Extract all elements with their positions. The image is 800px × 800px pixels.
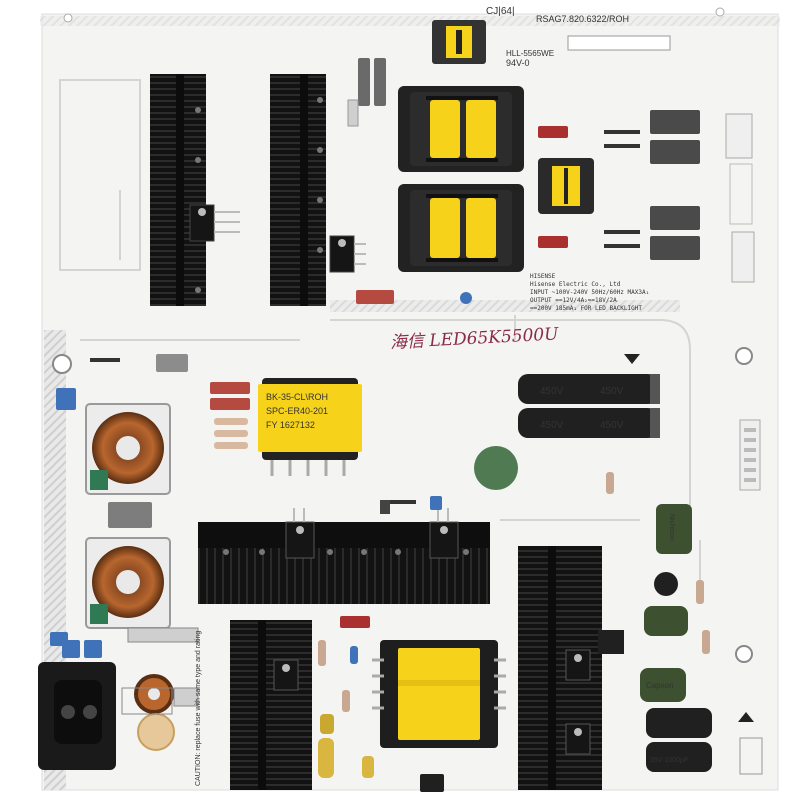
cap-rating: 35V 1000μF	[650, 757, 688, 764]
diodes	[90, 130, 640, 504]
film-capacitors	[340, 126, 568, 628]
svg-text:HISENSE: HISENSE	[530, 273, 556, 280]
flammability-rating: 94V-0	[506, 58, 530, 68]
small-resistors	[318, 472, 710, 712]
small-capacitors	[318, 714, 374, 778]
transformer-top	[398, 86, 524, 172]
transformer-label-2: SPC-ER40-201	[266, 406, 328, 416]
bulk-capacitors: 450V 450V 450V 450V	[518, 374, 660, 438]
aux-transformer	[432, 20, 486, 64]
output-transformer	[372, 640, 506, 748]
choke-lower	[85, 537, 171, 629]
svg-text:INPUT ~100V-240V 50Hz/60Hz MAX: INPUT ~100V-240V 50Hz/60Hz MAX3A₁	[530, 289, 649, 296]
heatsink-center	[198, 508, 490, 604]
cap-brand-nichicon: Nichicon	[668, 514, 675, 541]
part-label: HLL-5565WE	[506, 49, 554, 58]
cap-voltage-2: 450V	[540, 420, 564, 431]
optocouplers	[650, 110, 700, 260]
stamp-top: CJ|64|	[486, 6, 515, 17]
ac-inlet[interactable]	[38, 640, 116, 770]
transformer-bottom	[398, 184, 524, 272]
cap-brand-capxon: Capxon	[646, 681, 674, 690]
choke-upper	[85, 403, 171, 495]
caution-text: CAUTION: replace fuse with same type and…	[195, 631, 202, 786]
pfc-transformer: BK-35-CL\ROH SPC-ER40-201 FY 1627132	[258, 378, 362, 476]
connector-right	[725, 113, 761, 491]
transformer-small	[538, 158, 594, 214]
cap-voltage-1: 450V	[540, 386, 564, 397]
svg-text:OUTPUT ==12V/4A₂==18V/2A: OUTPUT ==12V/4A₂==18V/2A	[530, 297, 617, 304]
thermistor	[474, 446, 518, 490]
model-code: RSAG7.820.6322/ROH	[536, 14, 629, 24]
output-capacitors: Nichicon Capxon 35V 1000μF	[640, 504, 712, 772]
transformer-label-1: BK-35-CL\ROH	[266, 392, 328, 402]
transformer-label-3: FY 1627132	[266, 420, 315, 430]
heatsink-lower-right	[518, 546, 602, 790]
svg-text:Hisense Electric Co., Ltd: Hisense Electric Co., Ltd	[530, 281, 621, 288]
svg-text:450V: 450V	[600, 420, 624, 431]
rating-label: HISENSE Hisense Electric Co., Ltd INPUT …	[530, 273, 649, 312]
svg-text:450V: 450V	[600, 386, 624, 397]
svg-text:==200V 185mA₁ FOR LED BACKLIGH: ==200V 185mA₁ FOR LED BACKLIGHT	[530, 305, 642, 312]
heatsink-lower-left	[230, 620, 312, 790]
mounting-holes	[52, 7, 753, 663]
heatsink-left-2	[270, 74, 366, 306]
heatsink-left-1	[150, 74, 240, 306]
power-resistors	[210, 382, 250, 449]
blue-capacitors	[50, 292, 472, 664]
